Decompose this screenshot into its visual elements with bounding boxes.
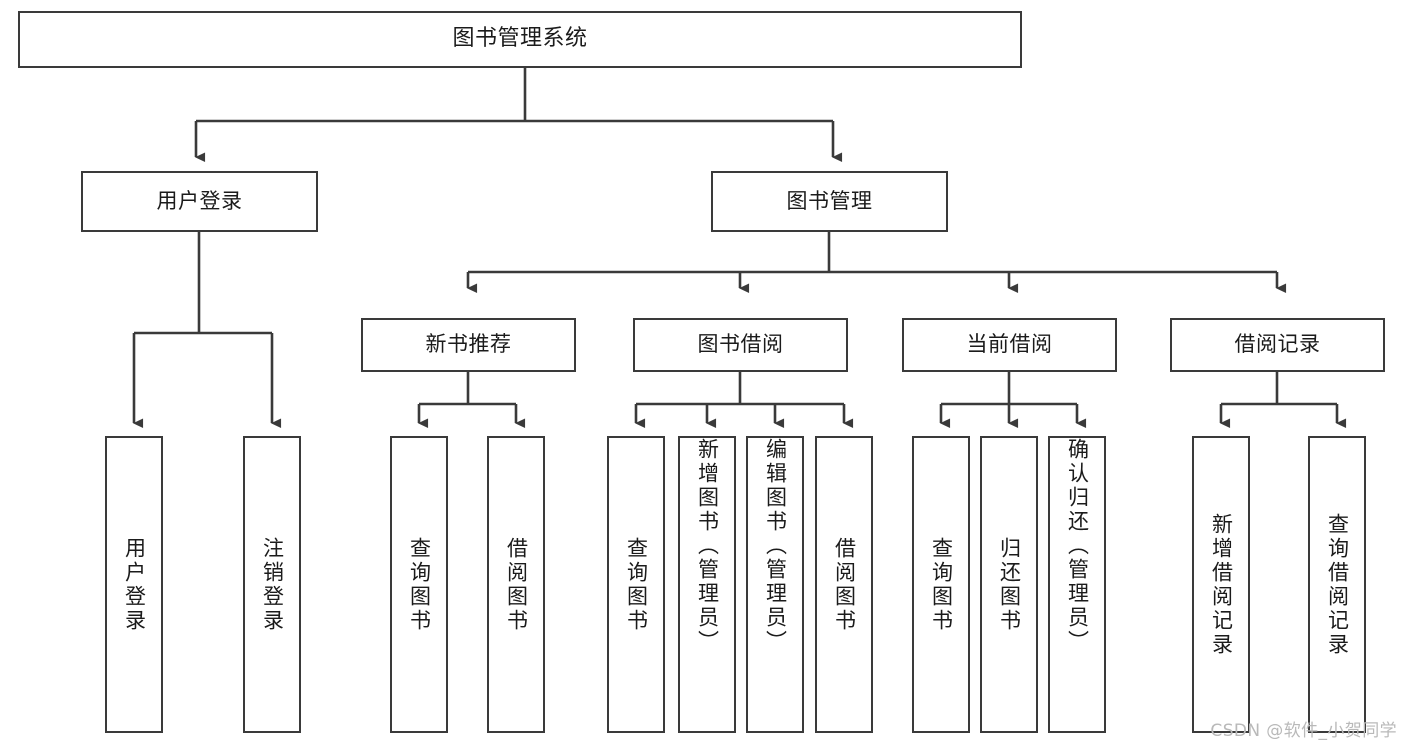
leaf-edit-book-admin[interactable]: 编辑图书（管理员） — [746, 436, 804, 733]
node-new-book-recommend[interactable]: 新书推荐 — [361, 318, 576, 372]
node-label: 编辑图书（管理员） — [763, 438, 788, 654]
leaf-query-book-recommend[interactable]: 查询图书 — [390, 436, 448, 733]
leaf-borrow-book-recommend[interactable]: 借阅图书 — [487, 436, 545, 733]
node-label: 图书管理 — [786, 188, 873, 213]
node-label: 用户登录 — [156, 188, 243, 213]
node-label: 注销登录 — [260, 536, 285, 633]
node-label: 查询借阅记录 — [1325, 512, 1350, 657]
leaf-user-login[interactable]: 用户登录 — [105, 436, 163, 733]
leaf-borrow-book[interactable]: 借阅图书 — [815, 436, 873, 733]
node-label: 查询图书 — [929, 536, 954, 633]
node-label: 当前借阅 — [966, 332, 1053, 357]
node-label: 归还图书 — [997, 536, 1022, 633]
node-book-borrow[interactable]: 图书借阅 — [633, 318, 848, 372]
node-label: 确认归还（管理员） — [1065, 438, 1090, 654]
node-label: 图书借阅 — [697, 332, 784, 357]
leaf-query-borrow-record[interactable]: 查询借阅记录 — [1308, 436, 1366, 733]
node-label: 新增借阅记录 — [1209, 512, 1234, 657]
node-label: 用户登录 — [122, 536, 147, 633]
node-label: 图书管理系统 — [452, 26, 588, 52]
node-label: 借阅图书 — [504, 536, 529, 633]
node-book-management-system[interactable]: 图书管理系统 — [18, 11, 1022, 68]
node-label: 查询图书 — [407, 536, 432, 633]
leaf-logout[interactable]: 注销登录 — [243, 436, 301, 733]
node-borrow-record[interactable]: 借阅记录 — [1170, 318, 1385, 372]
leaf-confirm-return-admin[interactable]: 确认归还（管理员） — [1048, 436, 1106, 733]
node-book-management[interactable]: 图书管理 — [711, 171, 948, 232]
node-label: 新书推荐 — [425, 332, 512, 357]
leaf-query-book-borrow[interactable]: 查询图书 — [607, 436, 665, 733]
leaf-query-book-current[interactable]: 查询图书 — [912, 436, 970, 733]
node-label: 借阅记录 — [1234, 332, 1321, 357]
csdn-watermark: CSDN @软件_小贺同学 — [1210, 721, 1397, 741]
node-label: 借阅图书 — [832, 536, 857, 633]
node-label: 新增图书（管理员） — [695, 438, 720, 654]
leaf-add-borrow-record[interactable]: 新增借阅记录 — [1192, 436, 1250, 733]
leaf-return-book[interactable]: 归还图书 — [980, 436, 1038, 733]
node-current-borrow[interactable]: 当前借阅 — [902, 318, 1117, 372]
node-user-login[interactable]: 用户登录 — [81, 171, 318, 232]
leaf-add-book-admin[interactable]: 新增图书（管理员） — [678, 436, 736, 733]
node-label: 查询图书 — [624, 536, 649, 633]
